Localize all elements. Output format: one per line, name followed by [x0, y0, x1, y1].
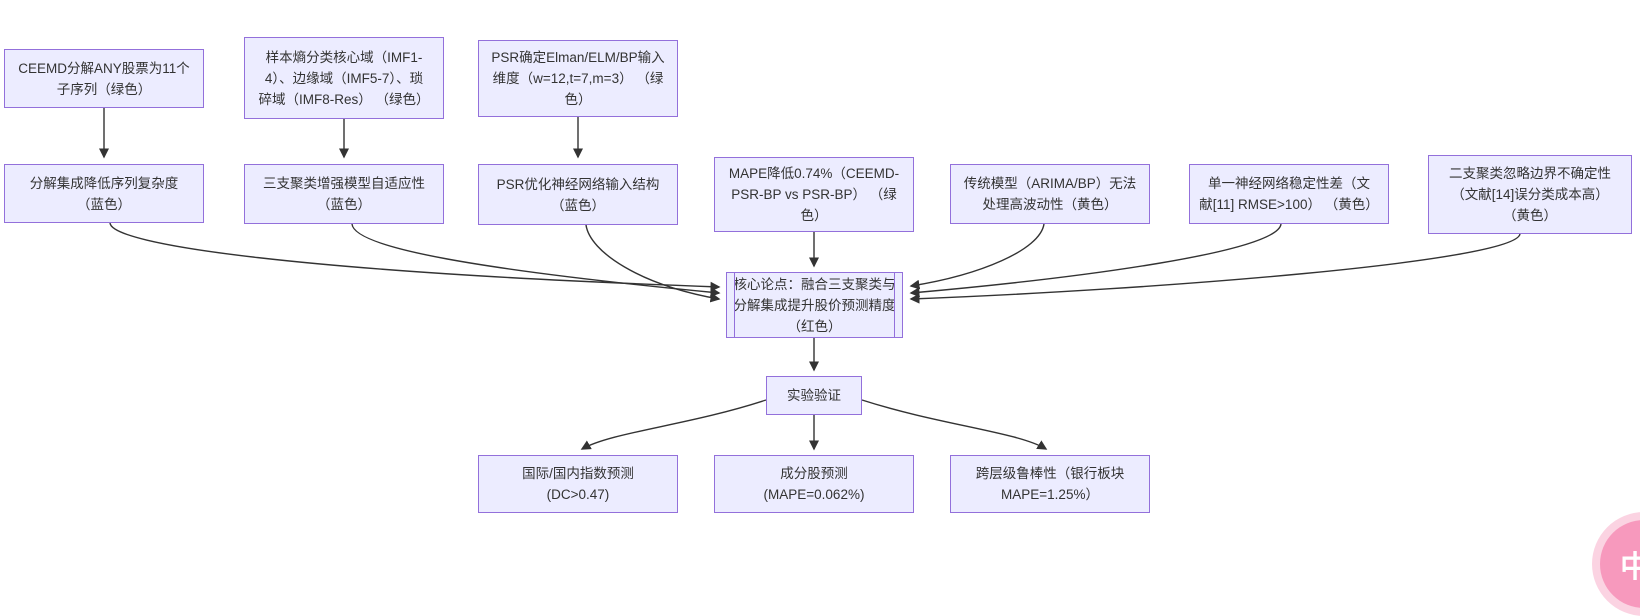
node-label: 国际/国内指数预测 (DC>0.47) [522, 466, 634, 502]
node-label: 实验验证 [787, 388, 841, 403]
node-core-thesis: 核心论点：融合三支聚类与 分解集成提升股价预测精度 （红色） [726, 272, 903, 338]
node-experiment-validation: 实验验证 [766, 376, 862, 415]
node-label: 样本熵分类核心域（IMF1- 4）、边缘域（IMF5-7）、琐 碎域（IMF8-… [258, 49, 430, 107]
node-label: 跨层级鲁棒性（银行板块 MAPE=1.25%） [975, 466, 1125, 502]
node-label: 核心论点：融合三支聚类与 分解集成提升股价预测精度 （红色） [733, 276, 896, 334]
edge-twoway-core [909, 233, 1521, 304]
node-label: CEEMD分解ANY股票为11个 子序列（绿色） [18, 60, 190, 97]
node-mape-improvement: MAPE降低0.74%（CEEMD- PSR-BP vs PSR-BP） （绿 … [714, 157, 914, 232]
node-single-nn-instability: 单一神经网络稳定性差（文 献[11] RMSE>100） （黄色） [1189, 164, 1389, 224]
node-traditional-limitation: 传统模型（ARIMA/BP）无法 处理高波动性（黄色） [950, 164, 1150, 224]
node-label: PSR优化神经网络输入结构 （蓝色） [496, 176, 660, 213]
node-label: 传统模型（ARIMA/BP）无法 处理高波动性（黄色） [963, 176, 1137, 212]
node-label: MAPE降低0.74%（CEEMD- PSR-BP vs PSR-BP） （绿 … [728, 166, 900, 223]
flowchart-canvas: CEEMD分解ANY股票为11个 子序列（绿色） 样本熵分类核心域（IMF1- … [4, 37, 1640, 616]
node-index-prediction: 国际/国内指数预测 (DC>0.47) [478, 455, 678, 513]
edge-experiment-index [580, 399, 767, 450]
node-label: PSR确定Elman/ELM/BP输入 维度（w=12,t=7,m=3） （绿 … [491, 50, 665, 107]
node-label: 三支聚类增强模型自适应性 （蓝色） [263, 176, 425, 212]
edge-experiment-robust [861, 399, 1048, 450]
node-label: 单一神经网络稳定性差（文 献[11] RMSE>100） （黄色） [1199, 176, 1379, 212]
node-psr-structure: PSR优化神经网络输入结构 （蓝色） [478, 164, 678, 225]
node-decomposition-benefit: 分解集成降低序列复杂度 （蓝色） [4, 164, 204, 223]
translate-badge-icon[interactable]: 中A [1600, 520, 1640, 608]
node-constituent-prediction: 成分股预测 (MAPE=0.062%) [714, 455, 914, 513]
node-ceemd-decompose: CEEMD分解ANY股票为11个 子序列（绿色） [4, 49, 204, 108]
node-cross-level-robustness: 跨层级鲁棒性（银行板块 MAPE=1.25%） [950, 455, 1150, 513]
node-label: 成分股预测 (MAPE=0.062%) [763, 466, 865, 502]
translate-badge[interactable]: 中A [1592, 512, 1640, 616]
edge-psrstruct-core [585, 224, 721, 303]
translate-badge-label: 中A [1620, 551, 1640, 584]
node-psr-input-dimension: PSR确定Elman/ELM/BP输入 维度（w=12,t=7,m=3） （绿 … [478, 40, 678, 117]
edge-singlenn-core [909, 223, 1282, 298]
node-label: 分解集成降低序列复杂度 （蓝色） [29, 175, 179, 212]
node-sample-entropy: 样本熵分类核心域（IMF1- 4）、边缘域（IMF5-7）、琐 碎域（IMF8-… [244, 37, 444, 119]
node-threeway-adaptivity: 三支聚类增强模型自适应性 （蓝色） [244, 164, 444, 224]
edge-decomp-core [109, 222, 721, 292]
node-label: 二支聚类忽略边界不确定性 （文献[14]误分类成本高） （黄色） [1449, 166, 1611, 223]
edge-traditional-core [909, 223, 1045, 290]
node-twoway-limitation: 二支聚类忽略边界不确定性 （文献[14]误分类成本高） （黄色） [1428, 155, 1632, 234]
edge-threeway-core [351, 223, 721, 298]
